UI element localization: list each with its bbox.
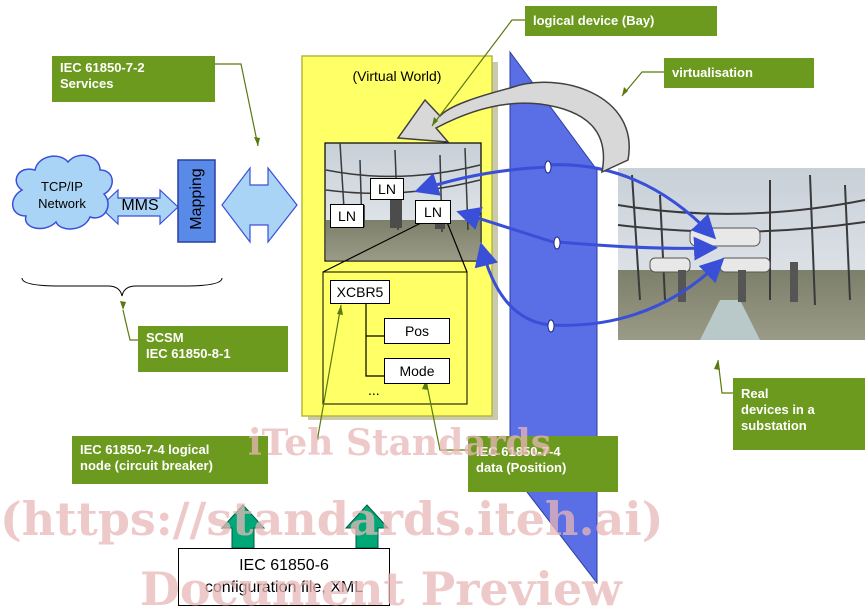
label-logical-node: IEC 61850-7-4 logical node (circuit brea… xyxy=(72,436,268,484)
services-arrow xyxy=(221,166,298,244)
real-substation-photo xyxy=(617,168,865,340)
virtual-bay-photo xyxy=(324,142,482,262)
label-scsm: SCSM IEC 61850-8-1 xyxy=(138,326,288,372)
tree-connectors xyxy=(365,304,384,377)
label-data-position: IEC 61850-7-4 data (Position) xyxy=(468,436,618,492)
mms-label: MMS xyxy=(121,197,159,214)
tree-node-pos: Pos xyxy=(384,318,450,344)
ln-node-1: LN xyxy=(370,178,404,200)
label-services: IEC 61850-7-2 Services xyxy=(52,56,215,102)
mapping-label: Mapping xyxy=(188,168,205,230)
ln-node-2: LN xyxy=(330,204,364,228)
tcpip-cloud xyxy=(12,154,113,230)
leader-heads xyxy=(120,87,720,390)
virtual-world-label: (Virtual World) xyxy=(352,68,442,84)
watermark-line-2: (https://standards.iteh.ai) xyxy=(0,492,664,546)
config-file-box: IEC 61850-6 configuration file, XML xyxy=(178,548,390,606)
scsm-brace xyxy=(21,277,223,297)
config-up-arrow-right xyxy=(344,504,390,549)
watermark-line-3: Document Preview xyxy=(140,562,622,616)
plane-ports xyxy=(544,160,561,333)
label-virtualisation: virtualisation xyxy=(664,58,814,88)
label-real-devices: Real devices in a substation xyxy=(733,378,865,450)
tree-node-mode: Mode xyxy=(384,358,450,384)
virtual-ln-arrows xyxy=(414,165,557,327)
real-device-arrows xyxy=(547,163,725,327)
tree-more: ... xyxy=(368,382,380,398)
ln-node-3: LN xyxy=(415,200,451,224)
ln-link-right xyxy=(446,221,468,273)
config-up-arrow-left xyxy=(220,504,266,549)
watermark-line-1: iTeh Standards xyxy=(248,422,551,464)
network-cloud-label: TCP/IP Network xyxy=(38,179,86,211)
ln-link-left xyxy=(322,221,424,273)
label-logical-device: logical device (Bay) xyxy=(525,6,717,36)
mapping-box xyxy=(177,159,216,243)
tree-root-xcbr5: XCBR5 xyxy=(330,280,390,304)
label-leaders xyxy=(122,19,733,451)
virtualisation-curve-arrow xyxy=(396,81,630,174)
